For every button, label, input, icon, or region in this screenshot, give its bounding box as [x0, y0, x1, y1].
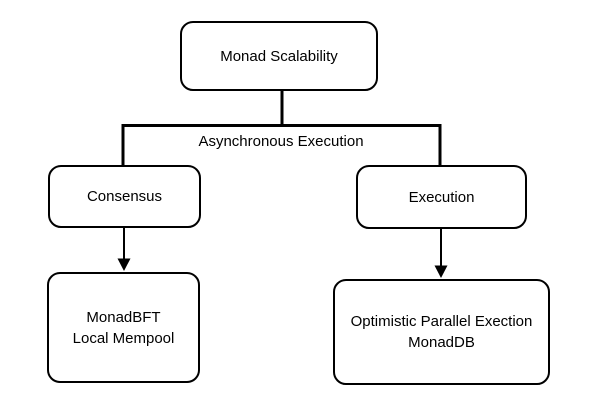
node-consensus: Consensus	[48, 165, 201, 228]
node-monad-scalability: Monad Scalability	[180, 21, 378, 91]
node-consensus-label: Consensus	[86, 188, 163, 205]
node-optimistic-line2: MonadDB	[408, 334, 475, 351]
node-optimistic-parallel-monaddb: Optimistic Parallel Exection MonadDB	[333, 279, 550, 385]
edge-label-asynchronous-execution: Asynchronous Execution	[198, 133, 364, 150]
node-monad-scalability-label: Monad Scalability	[220, 47, 338, 65]
arrow-consensus-head	[117, 258, 131, 271]
arrow-execution-head	[434, 265, 448, 278]
node-monadbft-line1: MonadBFT	[86, 308, 161, 326]
node-optimistic-line1: Optimistic Parallel Exection	[350, 313, 533, 330]
node-execution-label: Execution	[408, 188, 475, 206]
node-execution: Execution	[356, 165, 527, 229]
node-monadbft-local-mempool: MonadBFT Local Mempool	[47, 272, 200, 383]
node-monadbft-line2: Local Mempool	[72, 329, 175, 347]
